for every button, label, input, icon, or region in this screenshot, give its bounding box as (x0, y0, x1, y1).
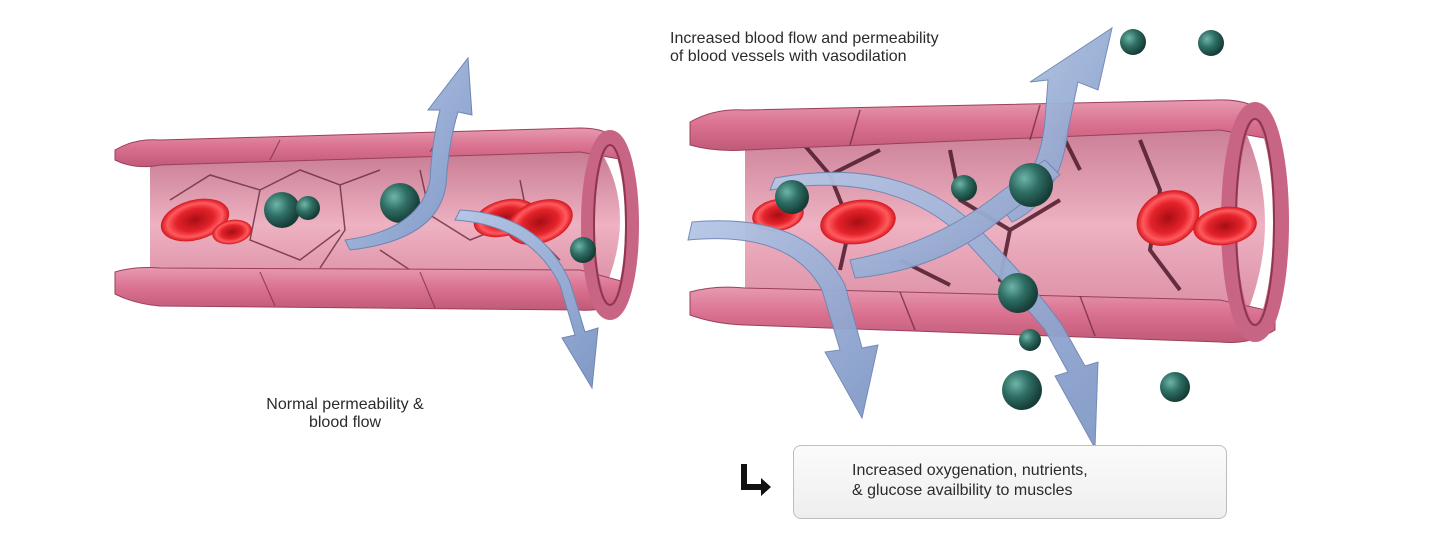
red-blood-cell (1193, 206, 1257, 246)
dilated-particles (775, 29, 1224, 410)
flow-arrow-lumen (849, 159, 1061, 279)
result-box: Increased oxygenation, nutrients, & gluc… (793, 445, 1227, 519)
normal-flow-label-line1: Normal permeability & (266, 396, 424, 413)
increased-flow-label-line1: Increased blood flow and permeability (670, 30, 939, 47)
normal-vessel-bottom-wall (114, 267, 626, 311)
outflow-arrow-down (687, 220, 879, 420)
particle (570, 237, 596, 263)
outflow-arrow-down (454, 209, 599, 390)
dilated-red-blood-cells (752, 190, 1257, 246)
particle (998, 273, 1038, 313)
red-blood-cell (160, 198, 230, 242)
particle (1019, 329, 1041, 351)
particle (1002, 370, 1042, 410)
corner-down-right-arrow-icon (741, 464, 771, 496)
particle (296, 196, 320, 220)
particle (775, 180, 809, 214)
red-blood-cell (1136, 190, 1200, 246)
normal-flow-label: Normal permeability & blood flow (230, 396, 460, 432)
particle (1198, 30, 1224, 56)
normal-vessel (114, 127, 639, 320)
increased-flow-label: Increased blood flow and permeability of… (670, 30, 939, 66)
particle (1120, 29, 1146, 55)
normal-vessel-opening (581, 130, 639, 320)
normal-vessel-lumen (150, 150, 620, 300)
outflow-arrow-up (344, 56, 473, 251)
normal-particles (264, 183, 596, 263)
particle (1009, 163, 1053, 207)
normal-flow-arrows (344, 56, 599, 390)
particle (264, 192, 300, 228)
flow-arrow-through (769, 171, 1099, 450)
result-text: Increased oxygenation, nutrients, & gluc… (852, 461, 1088, 501)
particle (951, 175, 977, 201)
increased-flow-label-line2: of blood vessels with vasodilation (670, 48, 907, 65)
normal-flow-label-line2: blood flow (308, 414, 382, 431)
red-blood-cell (820, 199, 896, 245)
result-text-line2: & glucose availbility to muscles (852, 482, 1073, 499)
particle (380, 183, 420, 223)
result-text-line1: Increased oxygenation, nutrients, (852, 462, 1088, 479)
particle (1160, 372, 1190, 402)
red-blood-cell (212, 219, 252, 245)
